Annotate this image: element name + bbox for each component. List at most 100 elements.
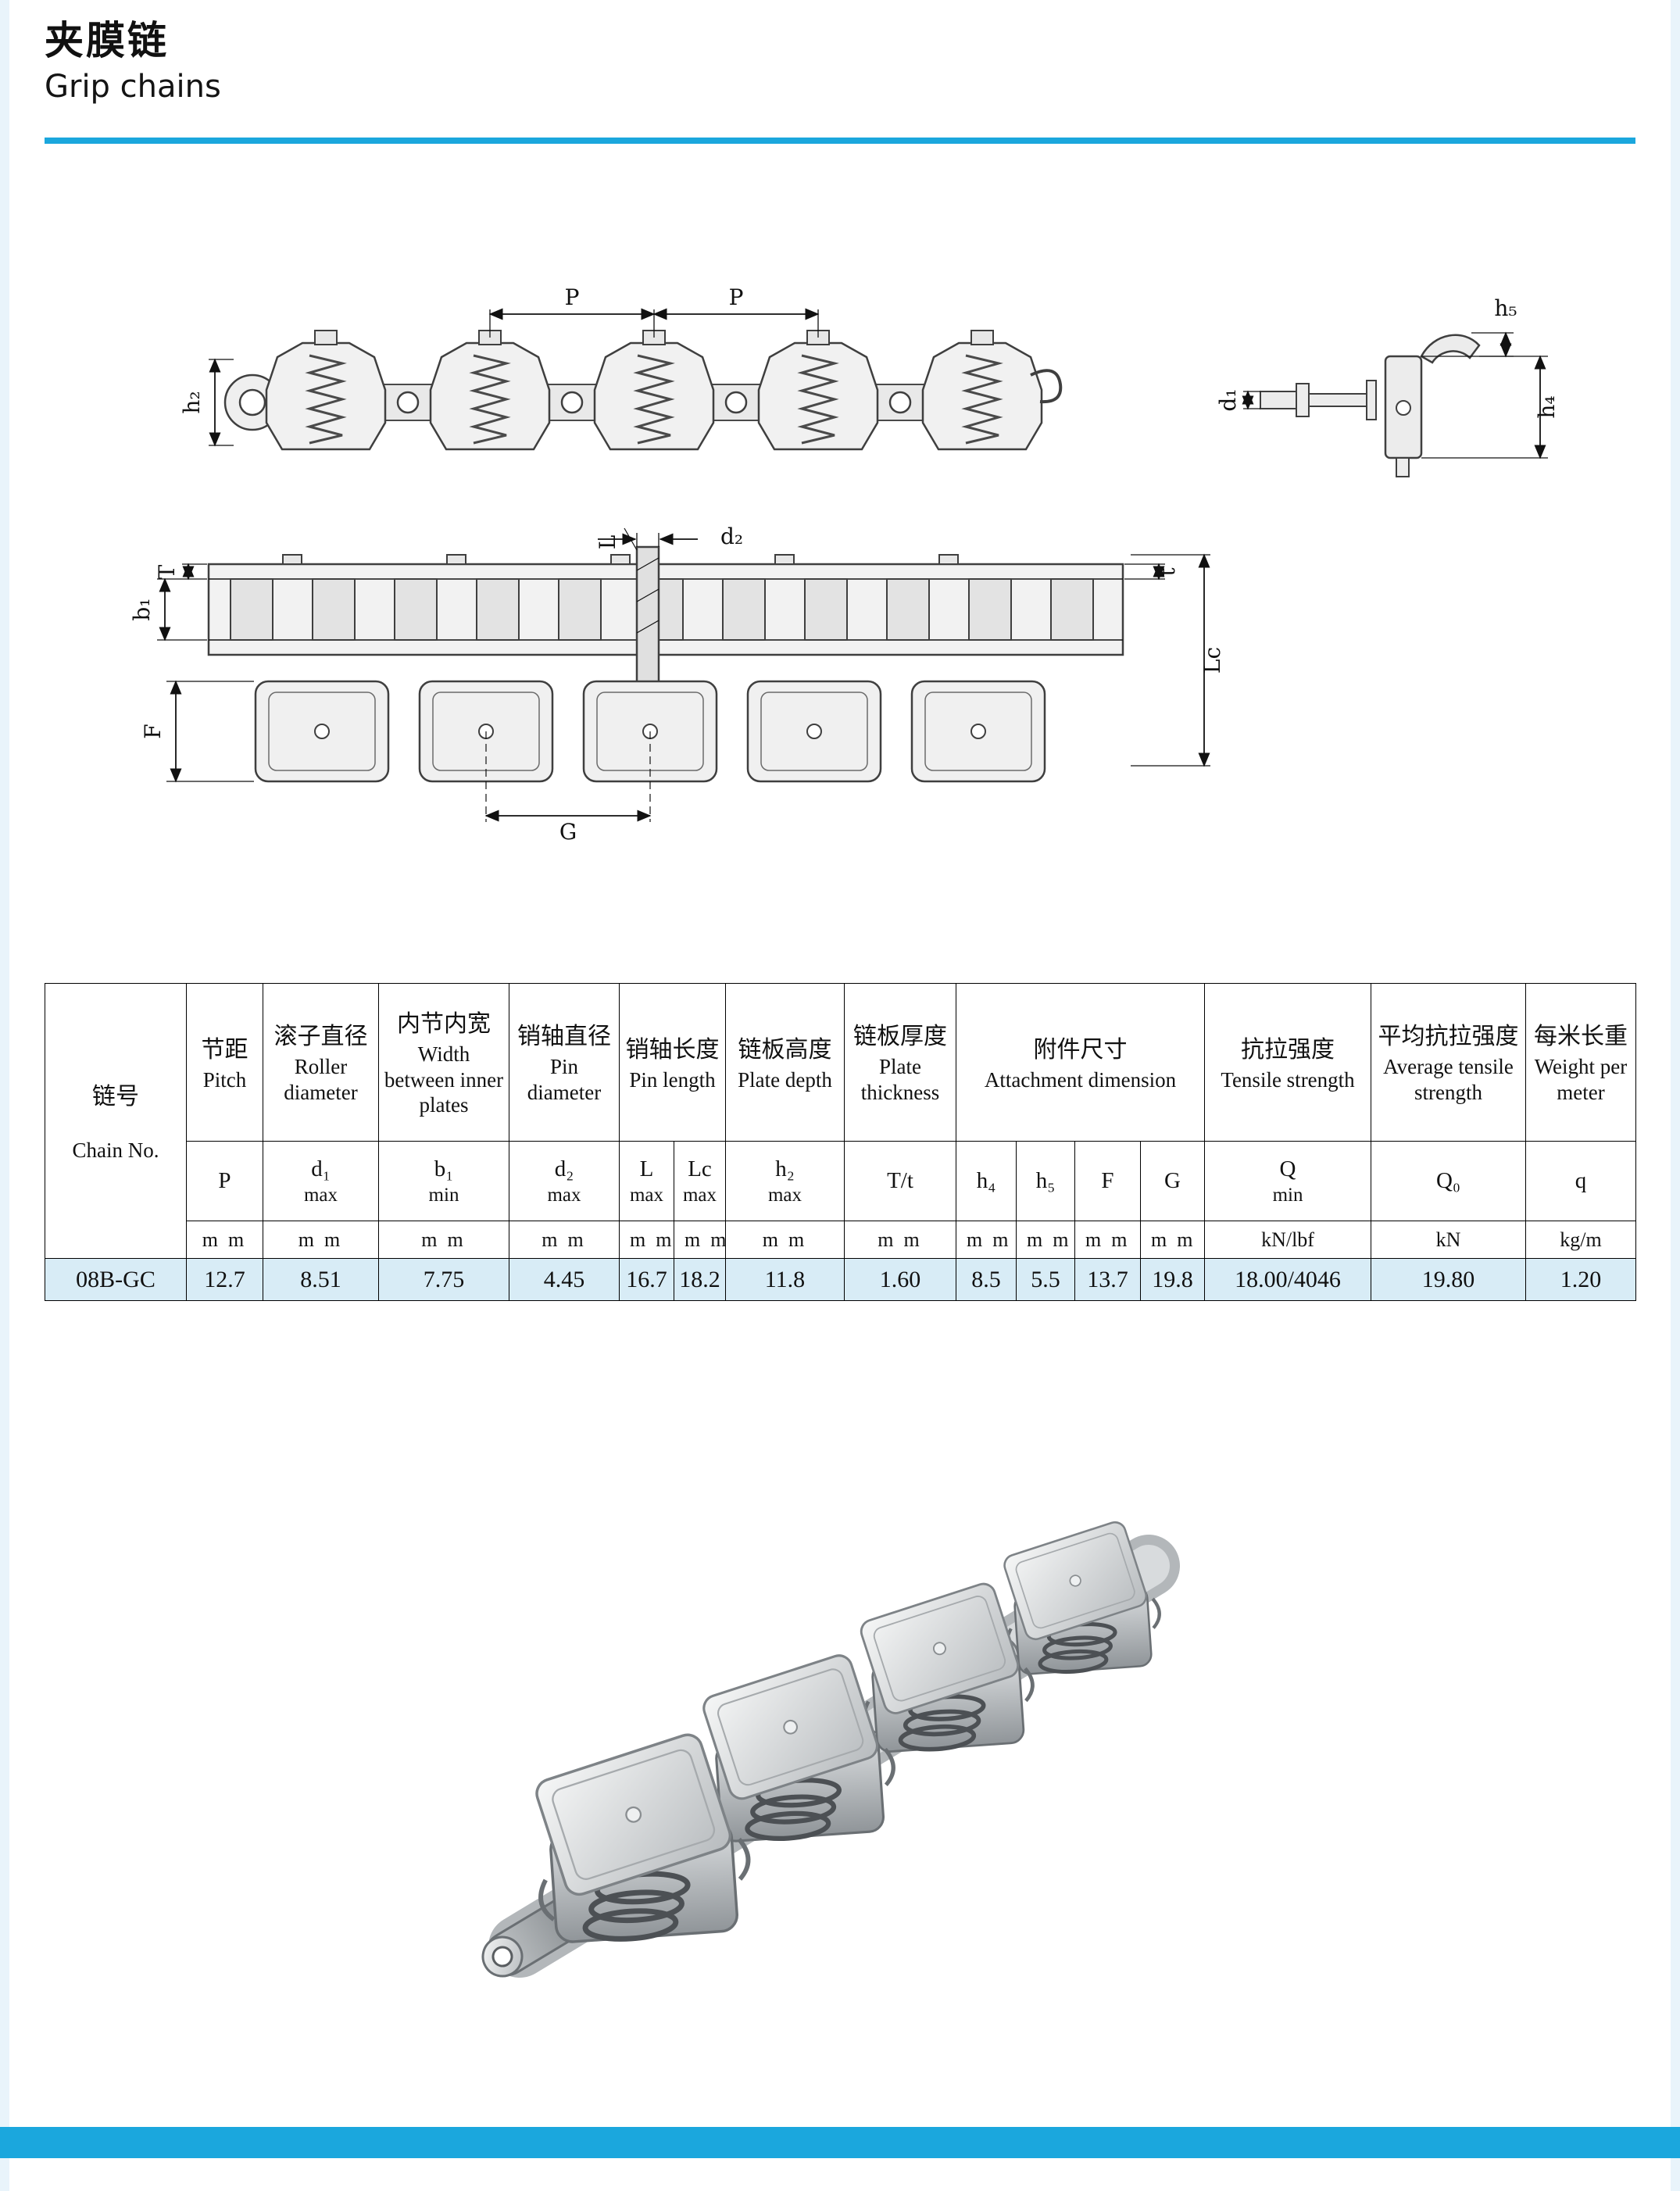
symbol-Tt: T/t	[844, 1141, 956, 1221]
col-chain-no-header: 链号 Chain No.	[45, 983, 187, 1259]
col-label-zh: 平均抗拉强度	[1378, 1024, 1519, 1050]
unit-cell: mm	[619, 1221, 674, 1259]
value-F: 13.7	[1074, 1258, 1141, 1301]
value-P: 12.7	[186, 1258, 263, 1301]
col-tensile-header: 抗拉强度 Tensile strength	[1204, 983, 1372, 1142]
page-edge-left	[0, 0, 9, 2191]
col-label-zh: 链板厚度	[853, 1024, 947, 1050]
value-G: 19.8	[1139, 1258, 1206, 1301]
col-label-en: Pitch	[202, 1067, 247, 1092]
col-plate-thickness-header: 链板厚度 Plate thickness	[844, 983, 956, 1142]
plan-view-grip-clips	[254, 680, 1046, 783]
dim-Lc-label: Lc	[1199, 647, 1225, 674]
side-view-drawing: P P h₂	[179, 284, 1063, 451]
header-accent-rule	[45, 138, 1635, 144]
table-header-names-row: 链号 Chain No. 节距 Pitch 滚子直径 Roller diameter…	[45, 983, 1637, 1259]
dim-p1-label: P	[565, 284, 580, 310]
dim-p2-label: P	[729, 284, 744, 310]
symbol-h5: h₅	[1016, 1141, 1075, 1221]
col-weight-header: 每米长重 Weight per meter	[1525, 983, 1637, 1142]
col-label-zh: 滚子直径	[273, 1024, 368, 1050]
table-data-row: 08B-GC 12.7 8.51 7.75 4.45 16.7 18.2 11.…	[45, 1258, 1637, 1301]
product-photo-illustration	[481, 1442, 1180, 1978]
dim-h2-label: h₂	[179, 391, 205, 413]
col-label-en: Weight per meter	[1534, 1055, 1628, 1104]
col-label-en: Pin length	[629, 1067, 716, 1092]
col-label-zh: 抗拉强度	[1241, 1036, 1335, 1063]
side-view-dimension-lines	[209, 308, 820, 447]
chain-no-label-en: Chain No.	[72, 1138, 159, 1162]
side-view-chain	[223, 329, 1063, 451]
plan-view-drawing: T b₁ F L d₂ t Lc G	[129, 524, 1225, 845]
unit-cell: mm	[509, 1221, 620, 1259]
plan-view-dimension-lines	[157, 527, 1210, 822]
unit-cell: kN/lbf	[1204, 1221, 1372, 1259]
value-h2: 11.8	[725, 1258, 845, 1301]
unit-cell: mm	[956, 1221, 1017, 1259]
dim-L-label: L	[595, 535, 620, 550]
col-label-en: Pin diameter	[527, 1055, 602, 1104]
dim-T-label: T	[154, 564, 180, 579]
col-label-en: Width between inner plates	[384, 1042, 504, 1117]
dim-F-label: F	[140, 724, 166, 738]
dim-h5-label: h₅	[1494, 295, 1517, 321]
col-label-zh: 内节内宽	[397, 1010, 491, 1037]
technical-drawings: P P h₂	[45, 234, 1635, 969]
unit-cell: kg/m	[1525, 1221, 1637, 1259]
dim-d2-label: d₂	[720, 524, 743, 549]
symbol-h4: h₄	[956, 1141, 1017, 1221]
col-label-zh: 节距	[201, 1036, 248, 1063]
col-avg-tensile-header: 平均抗拉强度 Average tensile strength	[1371, 983, 1527, 1142]
col-label-en: Plate thickness	[860, 1055, 940, 1104]
photo-grip-units	[530, 1517, 1163, 1945]
page-title-zh: 夹膜链	[45, 18, 169, 63]
value-Lc: 18.2	[674, 1258, 726, 1301]
dim-G-label: G	[559, 819, 577, 845]
col-label-en: Roller diameter	[284, 1055, 358, 1104]
unit-cell: mm	[1074, 1221, 1141, 1259]
col-label-zh: 附件尺寸	[1033, 1036, 1128, 1063]
value-b1: 7.75	[378, 1258, 509, 1301]
value-Tt: 1.60	[844, 1258, 956, 1301]
value-d1: 8.51	[263, 1258, 379, 1301]
col-label-zh: 销轴直径	[517, 1024, 611, 1050]
chain-no-value: 08B-GC	[45, 1258, 187, 1301]
col-label-zh: 每米长重	[1534, 1024, 1628, 1050]
unit-cell: mm	[186, 1221, 263, 1259]
dim-b1-label: b₁	[129, 598, 155, 620]
col-inner-width-header: 内节内宽 Width between inner plates	[378, 983, 509, 1142]
col-label-en: Average tensile strength	[1383, 1055, 1514, 1104]
col-label-en: Plate depth	[738, 1067, 832, 1092]
unit-cell: kN	[1371, 1221, 1527, 1259]
end-view-dimension-lines	[1242, 331, 1548, 459]
product-photo	[402, 1442, 1278, 2014]
value-Q0: 19.80	[1371, 1258, 1527, 1301]
chain-no-label-zh: 链号	[92, 1083, 139, 1110]
value-Q: 18.00/4046	[1204, 1258, 1372, 1301]
symbol-G: G	[1139, 1141, 1206, 1221]
unit-cell: mm	[378, 1221, 509, 1259]
unit-cell: mm	[844, 1221, 956, 1259]
symbol-Q0: Q₀	[1371, 1141, 1527, 1221]
unit-cell: mm	[1016, 1221, 1075, 1259]
value-h4: 8.5	[956, 1258, 1017, 1301]
page-title-en: Grip chains	[45, 68, 221, 105]
value-q: 1.20	[1525, 1258, 1637, 1301]
unit-cell: mm	[674, 1221, 726, 1259]
end-view-part	[1260, 334, 1481, 477]
unit-cell: mm	[1139, 1221, 1206, 1259]
spec-section: 链号 Chain No. 节距 Pitch 滚子直径 Roller diameter…	[45, 983, 1637, 1301]
col-pin-diameter-header: 销轴直径 Pin diameter	[509, 983, 620, 1142]
symbol-F: F	[1074, 1141, 1141, 1221]
footer-accent-bar	[0, 2127, 1680, 2158]
value-L: 16.7	[619, 1258, 674, 1301]
col-label-en: Tensile strength	[1221, 1067, 1355, 1092]
spec-table: 链号 Chain No. 节距 Pitch 滚子直径 Roller diameter…	[45, 983, 1637, 1301]
end-view-drawing: h₅ h₄ d₁	[1215, 295, 1560, 477]
